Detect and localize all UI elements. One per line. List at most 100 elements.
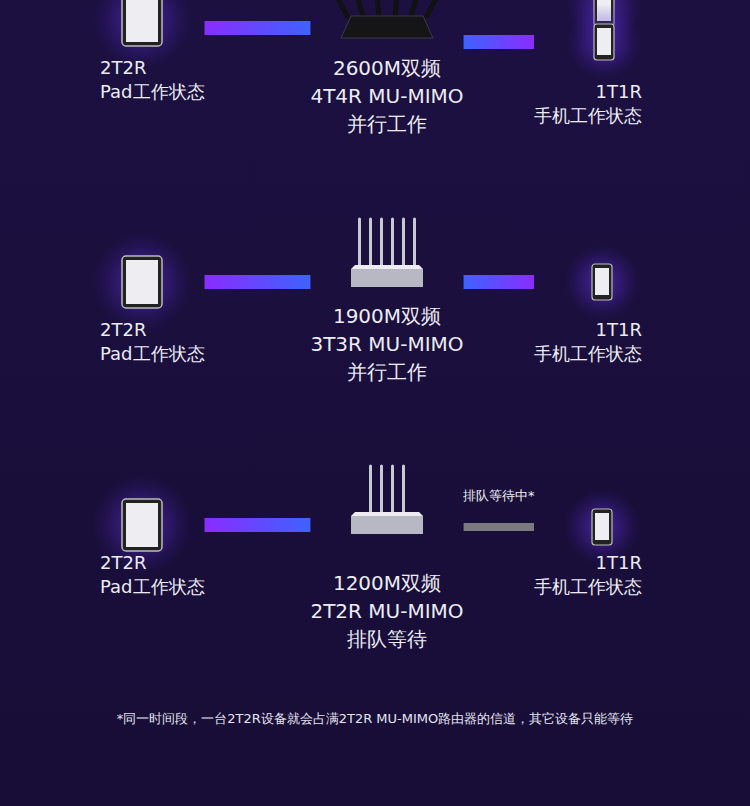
- signal-beam: [464, 527, 534, 528]
- antenna: [402, 466, 405, 512]
- antenna: [411, 0, 423, 16]
- phone-screen: [597, 28, 611, 55]
- signal-beam: [464, 42, 534, 43]
- antenna: [391, 466, 394, 512]
- device-caption: Pad工作状态: [100, 342, 205, 366]
- device-drawing: [82, 495, 202, 551]
- device-icon: [100, 252, 205, 318]
- device-caption: 并行工作: [310, 358, 463, 386]
- footnote: *同一时间段，一台2T2R设备就会占满2T2R MU-MIMO路由器的信道，其它…: [0, 709, 750, 729]
- antenna: [369, 466, 372, 512]
- antenna: [380, 466, 383, 512]
- phone-body: [594, 24, 614, 60]
- beam-core: [464, 35, 534, 49]
- tablet-body: [122, 0, 162, 46]
- router-top: [351, 265, 423, 269]
- router-top: [351, 512, 423, 516]
- antenna: [413, 219, 416, 265]
- device-caption: 并行工作: [310, 110, 463, 138]
- device-drawing: [327, 0, 447, 54]
- device-caption: 4T4R MU-MIMO: [310, 82, 463, 110]
- device-heading: 1T1R: [534, 551, 642, 575]
- tablet-screen: [126, 260, 158, 304]
- beam-glow: [464, 271, 534, 293]
- router-body: [351, 516, 423, 534]
- waiting-line: [464, 523, 534, 531]
- glow: [564, 244, 640, 320]
- device-caption: Pad工作状态: [100, 80, 205, 104]
- device-drawing: [542, 500, 662, 551]
- device-heading: 1T1R: [534, 80, 642, 104]
- tablet-body: [122, 256, 162, 308]
- signal-beam: [205, 525, 311, 526]
- device-heading: 1T1R: [534, 318, 642, 342]
- device-icon: [534, 500, 642, 551]
- router-device: 1200M双频2T2R MU-MIMO排队等待: [310, 466, 463, 653]
- router-body: [351, 269, 423, 287]
- beam-glow: [205, 271, 311, 293]
- phone-body: [592, 509, 612, 545]
- device-heading: 1900M双频: [310, 302, 463, 330]
- signal-beam: [205, 282, 311, 283]
- tablet-body: [122, 499, 162, 551]
- device-caption: 手机工作状态: [534, 104, 642, 128]
- device-heading: 1200M双频: [310, 569, 463, 597]
- phone-screen: [595, 513, 609, 540]
- phone-screen: [595, 268, 609, 295]
- device-caption: 手机工作状态: [534, 342, 642, 366]
- device-icon: [100, 495, 205, 551]
- pad-device: 2T2RPad工作状态: [100, 0, 205, 104]
- antenna: [369, 219, 372, 265]
- beam-core: [205, 518, 311, 532]
- router-device: 1900M双频3T3R MU-MIMO并行工作: [310, 215, 463, 386]
- antenna: [327, 0, 347, 16]
- device-caption: 手机工作状态: [534, 575, 642, 599]
- glow: [566, 4, 642, 80]
- device-icon: [310, 215, 463, 302]
- beam-core: [205, 275, 311, 289]
- pad-device: 2T2RPad工作状态: [100, 252, 205, 366]
- tablet-screen: [126, 503, 158, 547]
- beam-core: [464, 275, 534, 289]
- antenna: [358, 219, 361, 265]
- beam-glow: [205, 17, 311, 39]
- beam-core: [205, 21, 311, 35]
- antenna: [402, 219, 405, 265]
- device-drawing: [327, 215, 447, 302]
- device-icon: [310, 0, 463, 54]
- device-drawing: [82, 0, 202, 56]
- device-drawing: [327, 466, 447, 569]
- pad-device: 2T2RPad工作状态: [100, 495, 205, 599]
- phone-device: 1T1R手机工作状态: [534, 500, 642, 599]
- signal-beam: [205, 28, 311, 29]
- signal-beam: [464, 282, 534, 283]
- device-caption: 排队等待: [310, 625, 463, 653]
- device-drawing: [542, 256, 662, 318]
- antenna: [375, 0, 379, 16]
- device-caption: Pad工作状态: [100, 575, 205, 599]
- antenna: [351, 0, 363, 16]
- router-device: 2600M双频4T4R MU-MIMO并行工作: [310, 0, 463, 138]
- phone-body: [592, 264, 612, 300]
- beam-glow: [205, 514, 311, 536]
- device-heading: 2T2R: [100, 56, 205, 80]
- phone-device: 1T1R手机工作状态: [534, 256, 642, 366]
- phone-device: 1T1R手机工作状态: [534, 0, 642, 128]
- device-icon: [100, 0, 205, 56]
- device-heading: 2T2R: [100, 318, 205, 342]
- device-heading: 2T2R: [100, 551, 205, 575]
- device-icon: [534, 256, 642, 318]
- device-heading: 2600M双频: [310, 54, 463, 82]
- antenna: [380, 219, 383, 265]
- antenna: [395, 0, 399, 16]
- tablet-screen: [126, 0, 158, 42]
- device-icon: [310, 466, 463, 569]
- router-body: [341, 16, 433, 38]
- antenna: [427, 0, 447, 16]
- glow: [92, 232, 192, 332]
- beam-glow: [464, 31, 534, 53]
- edge-label: 排队等待中*: [463, 487, 535, 505]
- device-caption: 2T2R MU-MIMO: [310, 597, 463, 625]
- device-drawing: [82, 252, 202, 318]
